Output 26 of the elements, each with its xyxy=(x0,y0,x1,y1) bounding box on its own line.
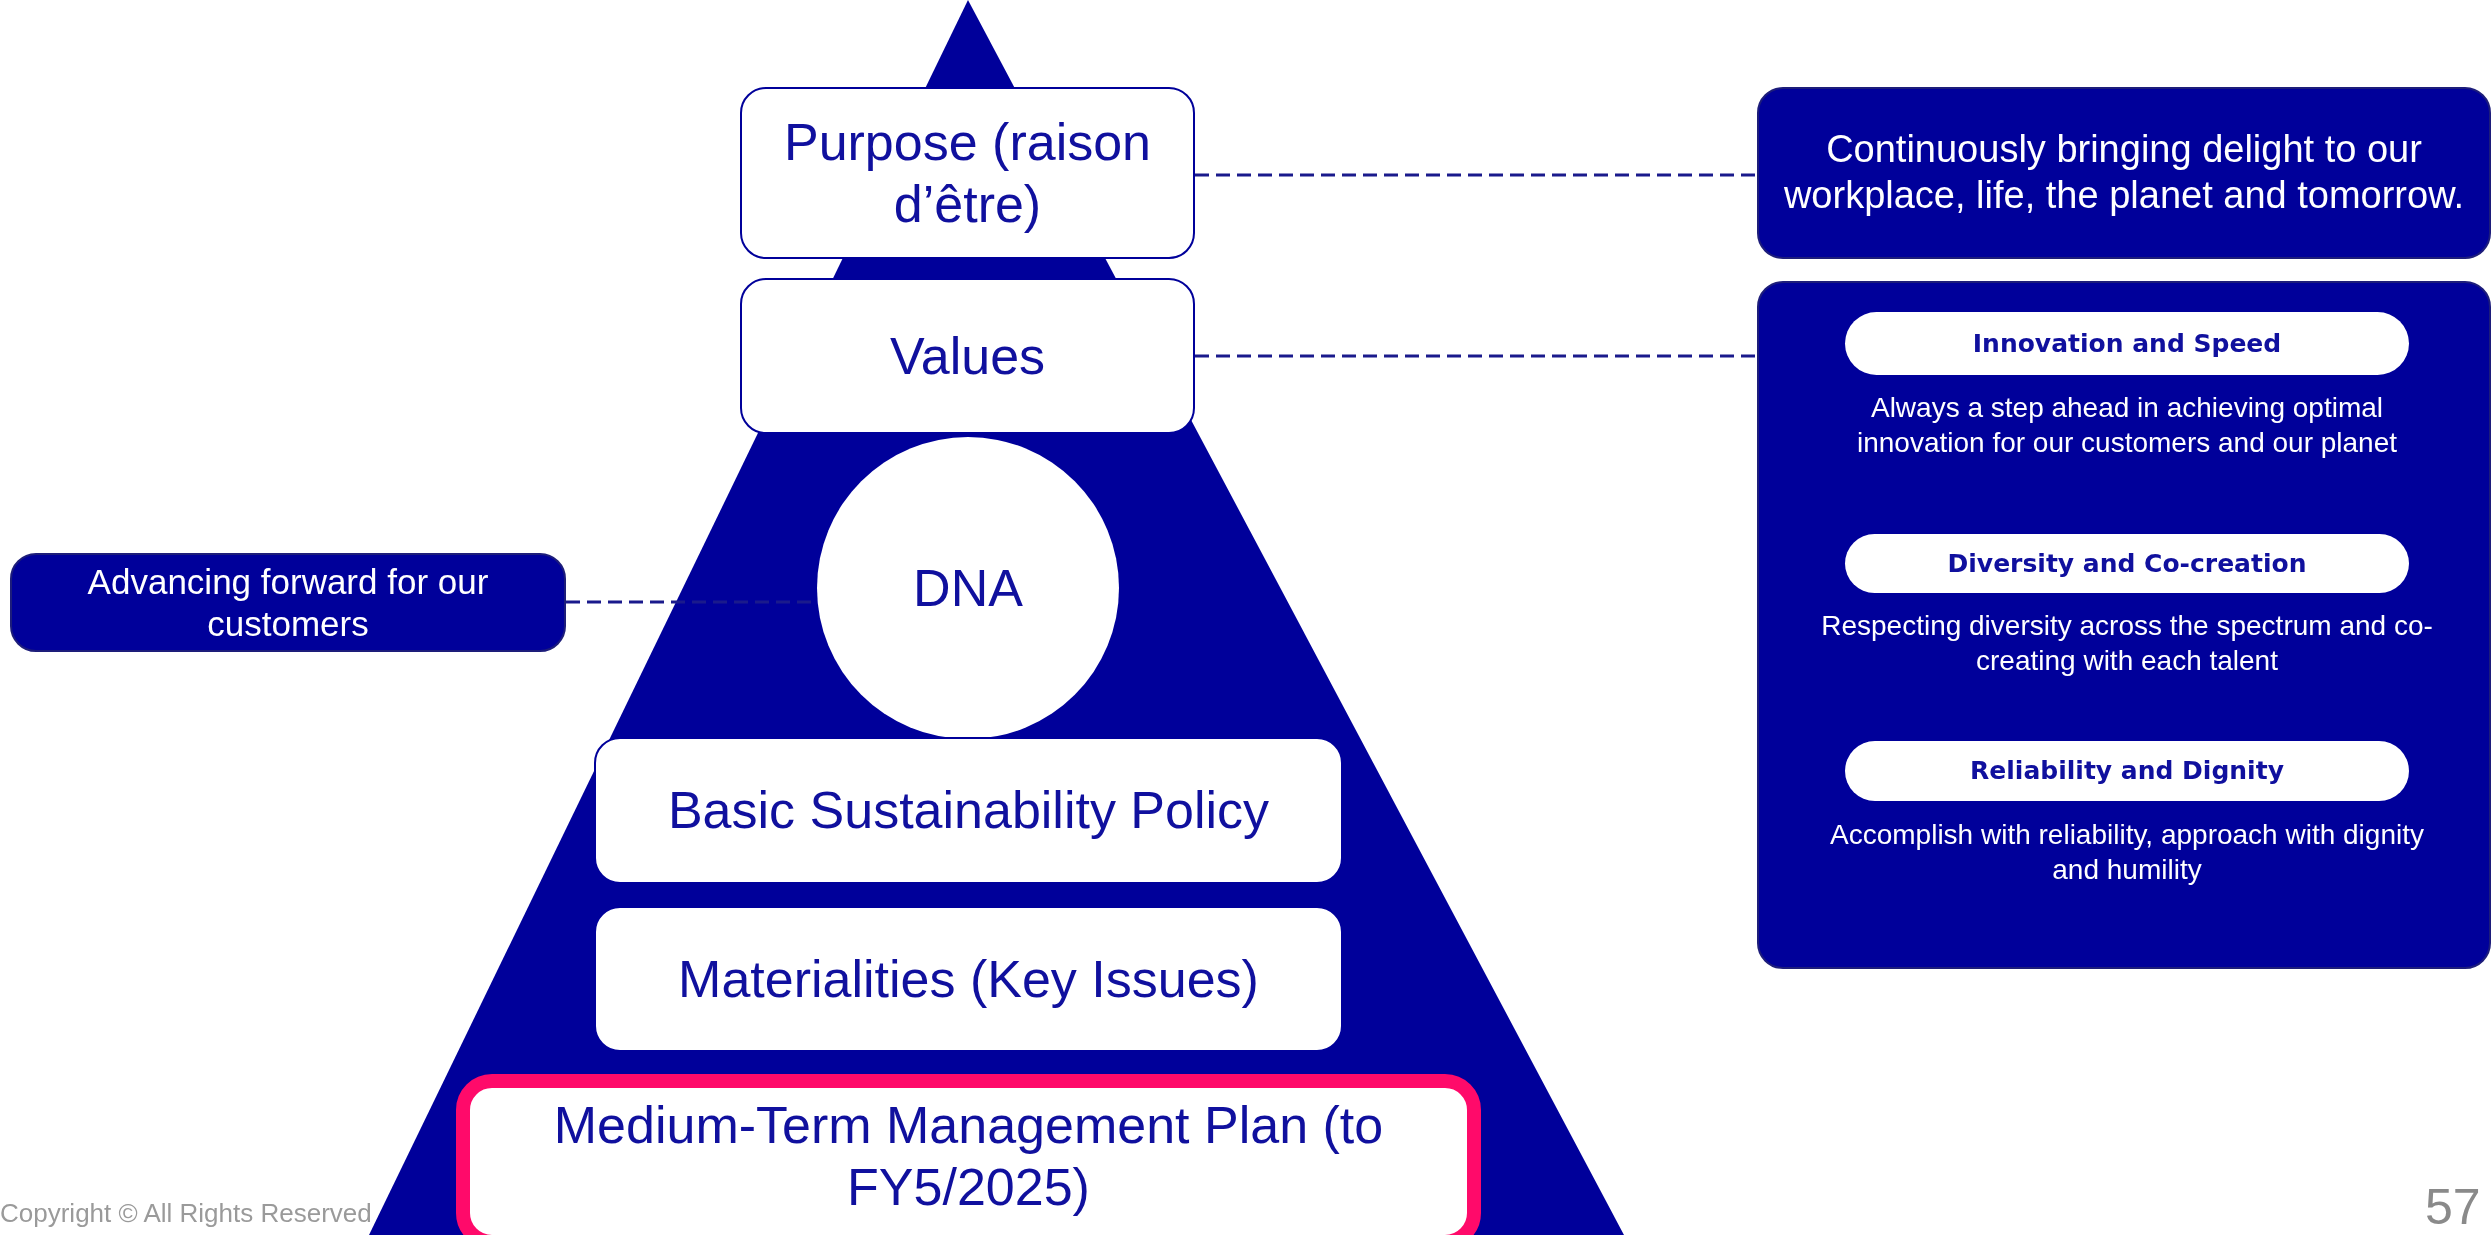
process-box xyxy=(594,906,1343,1052)
statement-panel xyxy=(10,553,566,652)
values-panel xyxy=(1757,281,2491,969)
node-text: Medium-Term Management Plan (to FY5/2025) xyxy=(552,1095,1385,1219)
statement-panel xyxy=(1757,87,2491,259)
node-text: Values xyxy=(889,325,1046,387)
process-box xyxy=(740,87,1195,259)
node-text: Continuously bringing delight to our workplace, life, the planet and tomorrow. xyxy=(1782,127,2466,218)
node-text: Purpose (raison d’être) xyxy=(782,111,1153,235)
copyright-note: Copyright © All Rights Reserved xyxy=(0,1198,372,1229)
node-text: Advancing forward for our customers xyxy=(86,560,490,645)
dashed-connector xyxy=(1195,173,1757,177)
value-heading: Diversity and Co-creation xyxy=(1845,534,2409,593)
dashed-connector xyxy=(1195,354,1757,358)
value-description: Respecting diversity across the spectrum and co-creating with each talent xyxy=(1820,609,2434,678)
value-description: Accomplish with reliability, approach with dignity and humility xyxy=(1829,818,2425,887)
value-heading: Innovation and Speed xyxy=(1845,312,2409,375)
node-text: DNA xyxy=(913,558,1023,618)
node-text: Materialities (Key Issues) xyxy=(678,948,1259,1010)
value-heading: Reliability and Dignity xyxy=(1845,741,2409,801)
highlighted-box xyxy=(456,1074,1481,1235)
process-box xyxy=(740,278,1195,434)
node-text: Basic Sustainability Policy xyxy=(667,780,1270,842)
value-description: Always a step ahead in achieving optimal innovation for our customers and our planet xyxy=(1855,391,2399,460)
process-box xyxy=(594,737,1343,884)
page-number: 57 xyxy=(2425,1178,2481,1235)
